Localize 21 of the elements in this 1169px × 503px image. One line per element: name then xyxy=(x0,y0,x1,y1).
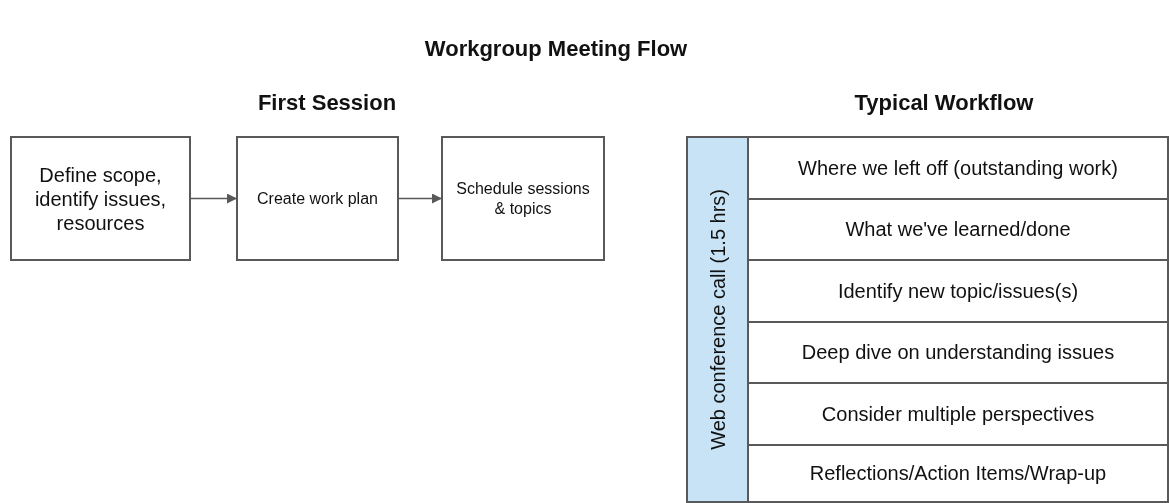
arrow xyxy=(398,193,442,204)
step-row xyxy=(747,136,1169,200)
diagram-title: Workgroup Meeting Flow xyxy=(424,36,688,62)
section-heading: Typical Workflow xyxy=(854,90,1034,116)
step-text: What we've learned/done xyxy=(844,217,1072,242)
step-text: Deep dive on understanding issues xyxy=(800,340,1116,365)
step-text: Define scope, identify issues, resources xyxy=(33,162,168,235)
step-text: Schedule sessions & topics xyxy=(455,179,591,218)
process-box xyxy=(10,136,191,261)
process-box xyxy=(236,136,399,261)
lane-header xyxy=(686,136,749,503)
step-text: Reflections/Action Items/Wrap-up xyxy=(808,461,1108,486)
step-text: Identify new topic/issues(s) xyxy=(836,278,1080,303)
arrow xyxy=(190,193,237,204)
process-box xyxy=(441,136,605,261)
step-text: Where we left off (outstanding work) xyxy=(797,155,1119,180)
step-text: Consider multiple perspectives xyxy=(820,401,1096,426)
section-heading: First Session xyxy=(257,90,397,116)
lane-title: Web conference call (1.5 hrs) xyxy=(705,189,730,450)
step-row xyxy=(747,443,1169,503)
step-text: Create work plan xyxy=(256,188,379,209)
